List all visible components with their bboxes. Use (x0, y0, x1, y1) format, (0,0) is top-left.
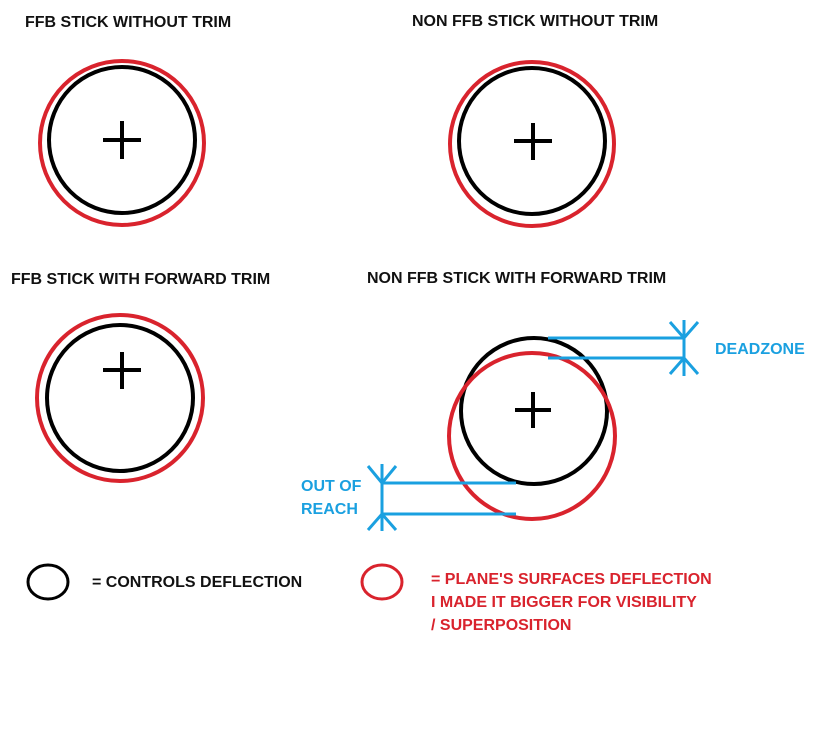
plane-deflection-circle (448, 60, 616, 228)
title-nonffb-with-forward-trim: NON FFB STICK WITH FORWARD TRIM (367, 270, 667, 287)
center-cross-icon (514, 123, 552, 160)
legend-controls-swatch (26, 563, 70, 601)
deadzone-dimension (548, 320, 700, 376)
plane-deflection-circle (447, 351, 617, 521)
controls-deflection-circle (45, 323, 195, 473)
legend-controls-text: = CONTROLS DEFLECTION (92, 574, 303, 591)
title-nonffb-without-trim: NON FFB STICK WITHOUT TRIM (412, 13, 659, 30)
controls-deflection-circle (47, 65, 197, 215)
panel-nonffb-with-forward-trim (366, 320, 700, 531)
title-ffb-with-forward-trim: FFB STICK WITH FORWARD TRIM (11, 271, 271, 288)
legend-plane-text-line1: = PLANE'S SURFACES DEFLECTION (431, 571, 712, 588)
center-cross-icon (515, 392, 551, 428)
center-cross-icon (103, 121, 141, 159)
out-of-reach-dimension (366, 464, 516, 531)
legend-plane-swatch (360, 563, 404, 601)
legend-plane-text-line3: / SUPERPOSITION (431, 617, 572, 634)
controls-deflection-circle (459, 336, 609, 486)
deadzone-label: DEADZONE (715, 341, 805, 358)
panel-nonffb-without-trim (448, 60, 616, 228)
controls-deflection-circle (457, 66, 607, 216)
plane-deflection-circle (35, 313, 205, 483)
panel-ffb-without-trim (38, 59, 206, 227)
out-of-reach-label-line2: REACH (301, 501, 358, 518)
legend-plane-text-line2: I MADE IT BIGGER FOR VISIBILITY (431, 594, 697, 611)
title-ffb-without-trim: FFB STICK WITHOUT TRIM (25, 14, 232, 31)
panel-ffb-with-forward-trim (35, 313, 205, 483)
plane-deflection-circle (38, 59, 206, 227)
out-of-reach-label-line1: OUT OF (301, 478, 362, 495)
center-cross-icon (103, 352, 141, 389)
